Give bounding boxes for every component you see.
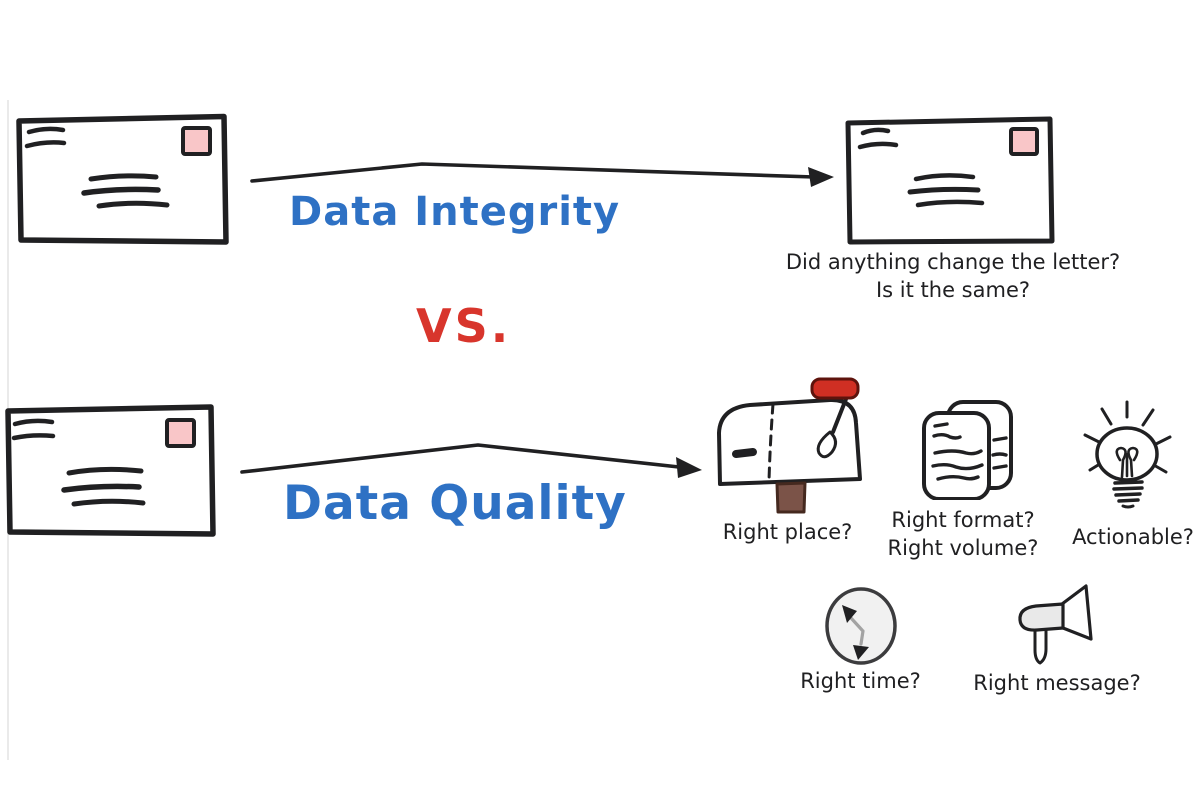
data-quality-label: Data Quality (283, 476, 627, 531)
envelope-icon (16, 113, 229, 245)
arrow-right-icon (250, 162, 834, 187)
envelope-icon (845, 116, 1055, 245)
documents-icon (922, 400, 1013, 500)
check-label: Right volume? (887, 536, 1039, 560)
vs-label: VS. (416, 299, 512, 353)
envelope-icon (5, 404, 216, 537)
clock-icon (825, 587, 897, 665)
data-integrity-label: Data Integrity (289, 189, 621, 235)
check-label: Right format? (891, 508, 1035, 532)
check-label: Right place? (722, 520, 853, 544)
check-label: Right message? (973, 671, 1141, 695)
megaphone-icon (1018, 584, 1093, 665)
arrow-right-icon (240, 443, 702, 478)
integrity-question-line1: Did anything change the letter? (785, 250, 1121, 274)
lightbulb-icon (1083, 400, 1172, 509)
mailbox-icon (717, 377, 862, 514)
integrity-question-line2: Is it the same? (875, 278, 1031, 302)
check-label: Right time? (800, 669, 921, 693)
check-label: Actionable? (1072, 525, 1194, 549)
